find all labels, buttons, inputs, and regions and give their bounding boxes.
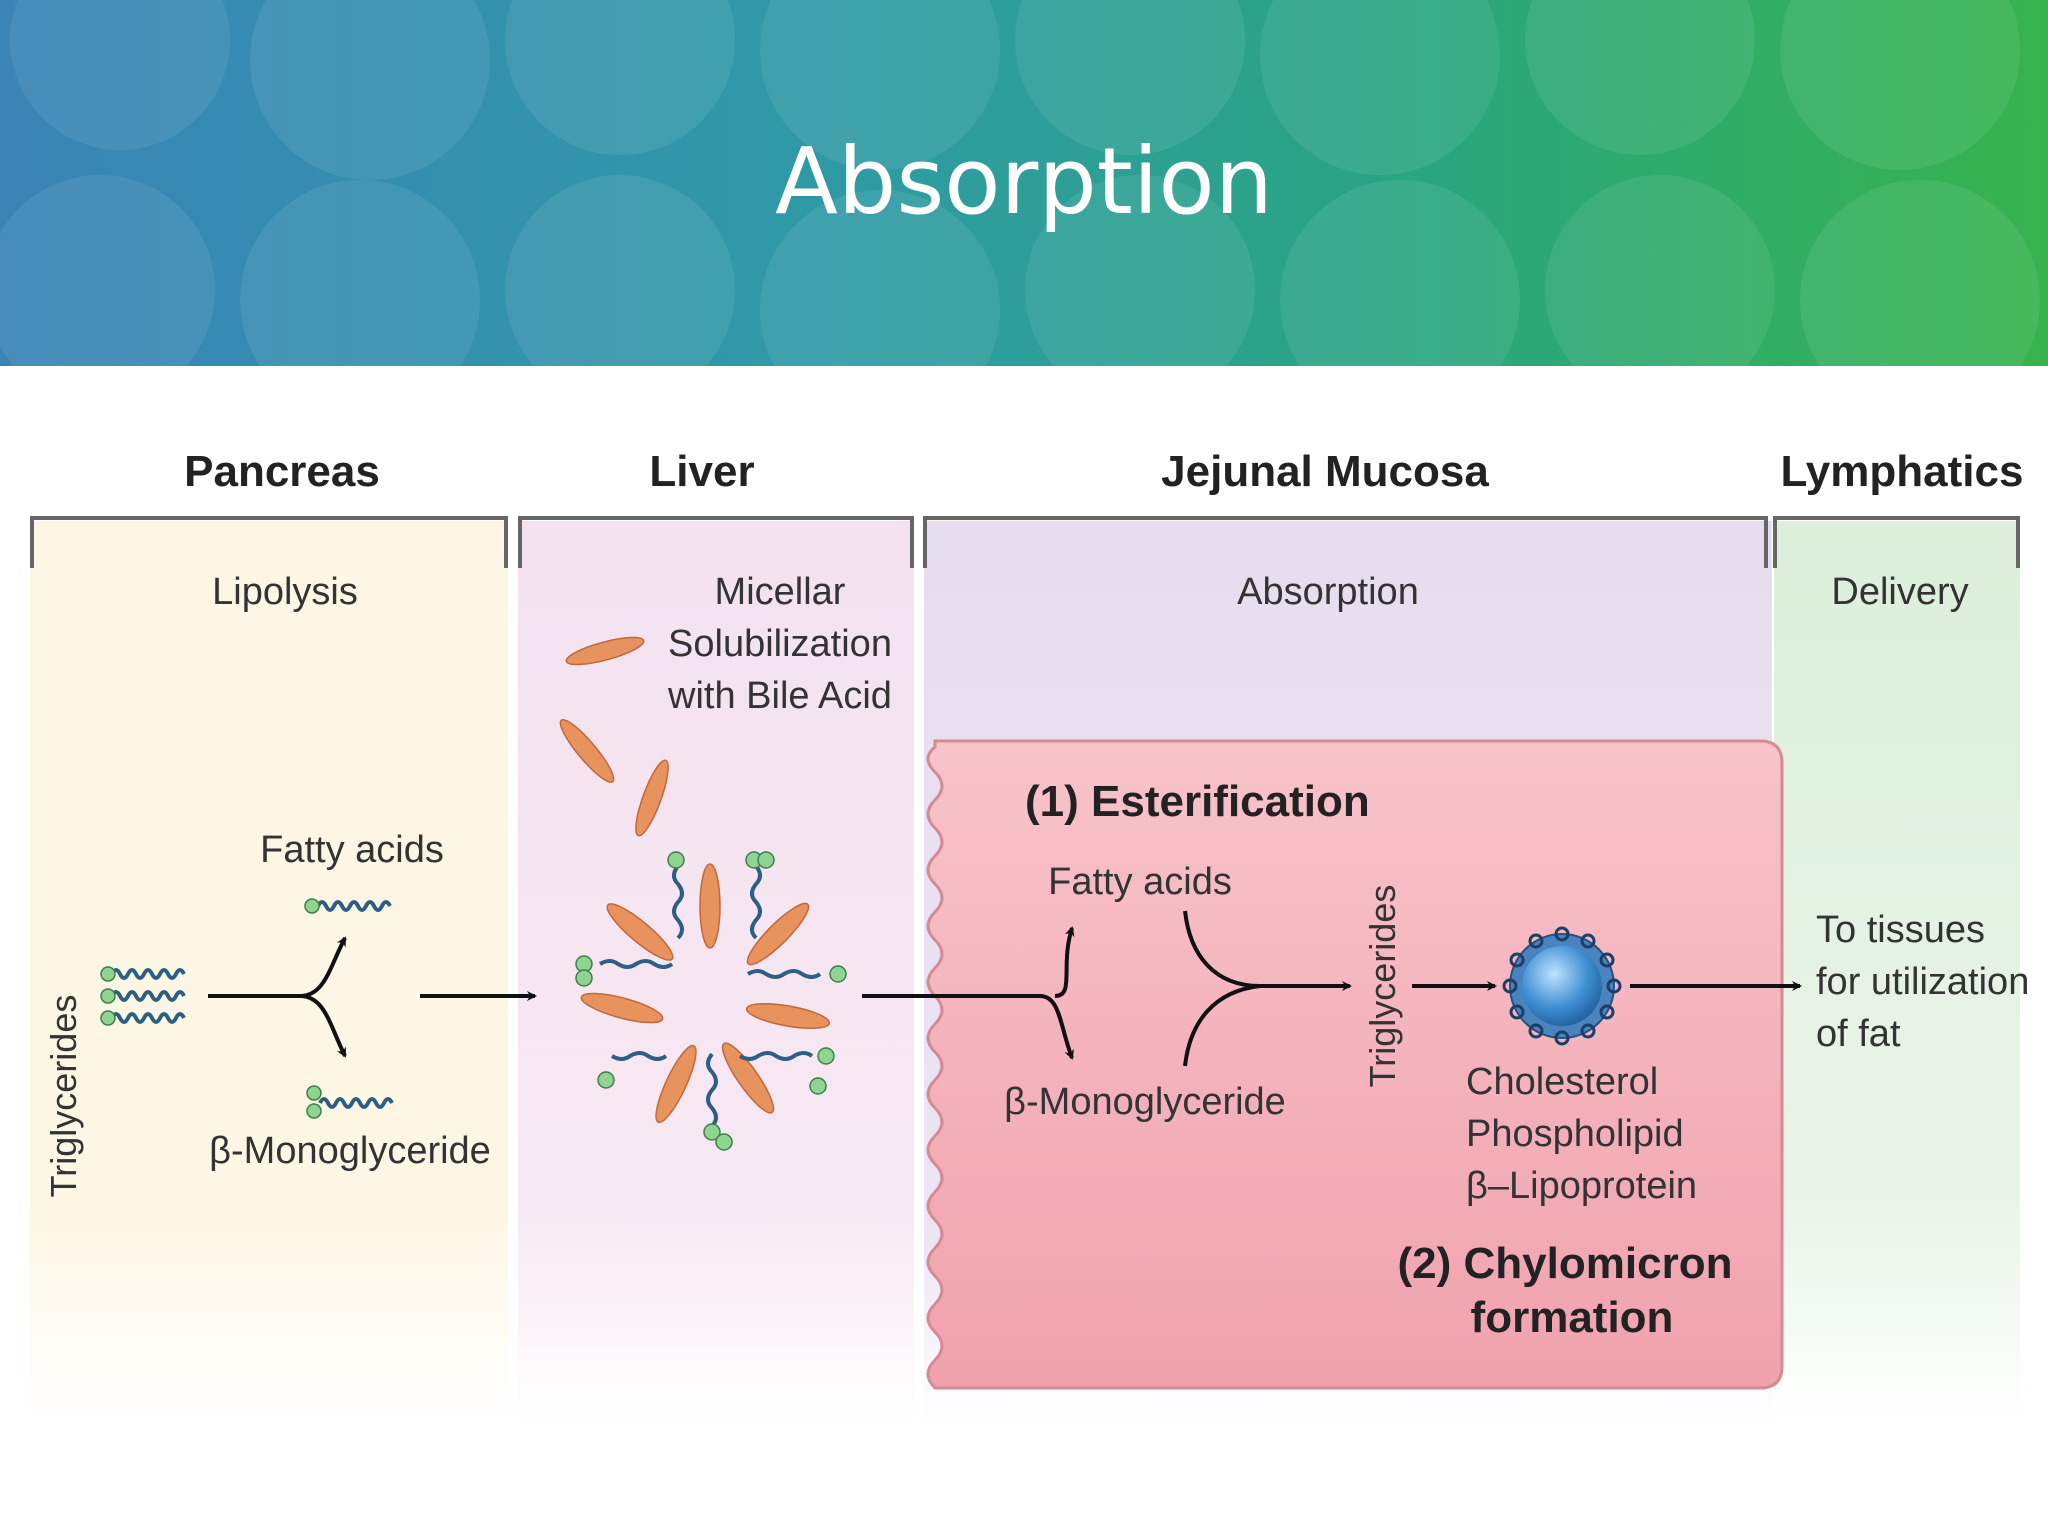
- region-title-liver: Liver: [649, 447, 754, 496]
- process-micellar-line3: with Bile Acid: [667, 675, 892, 717]
- micelle: [575, 851, 847, 1151]
- arrow-branch-fatty-acids: [1054, 926, 1075, 998]
- lipolysis-arrow-monoglyceride: [299, 994, 347, 1058]
- chylomicron-component-lipoprotein: β–Lipoprotein: [1466, 1165, 1697, 1207]
- diagram-canvas: Pancreas Liver Jejunal Mucosa Lymphatics…: [30, 447, 2029, 1421]
- enterocyte-cell: [926, 739, 1784, 1390]
- process-micellar-line1: Micellar: [715, 571, 846, 613]
- process-delivery: Delivery: [1831, 571, 1968, 613]
- lymphatics-bracket: [1773, 516, 2020, 568]
- pancreas-fatty-acids-label: Fatty acids: [260, 829, 444, 871]
- arrow-branch-monoglyceride: [1039, 994, 1074, 1060]
- fat-absorption-diagram: Pancreas Liver Jejunal Mucosa Lymphatics…: [0, 366, 2048, 1536]
- lymphatics-region: [1774, 521, 2020, 1421]
- liver-bracket: [518, 516, 914, 568]
- mucosa-fatty-acids-label: Fatty acids: [1048, 861, 1232, 903]
- banner-food-bowls-background: [0, 0, 2040, 366]
- region-title-jejunal-mucosa: Jejunal Mucosa: [1161, 447, 1489, 496]
- slide-title: Absorption: [774, 128, 1273, 235]
- chylomicron-particle: [1502, 926, 1622, 1046]
- pancreas-monoglyceride-label: β-Monoglyceride: [209, 1130, 491, 1172]
- process-absorption: Absorption: [1237, 571, 1419, 613]
- process-lipolysis: Lipolysis: [212, 571, 358, 613]
- region-title-lymphatics: Lymphatics: [1781, 447, 2024, 496]
- chylomicron-component-phospholipid: Phospholipid: [1466, 1113, 1684, 1155]
- region-title-pancreas: Pancreas: [184, 447, 380, 496]
- mucosa-triglycerides-label: Triglycerides: [1362, 885, 1403, 1088]
- bile-acid-rods: [559, 636, 669, 837]
- step-chylomicron-line2: formation: [1471, 1293, 1674, 1342]
- step-chylomicron-line1: (2) Chylomicron: [1398, 1239, 1733, 1288]
- title-banner: Absorption: [0, 0, 2048, 366]
- pancreas-bracket: [30, 516, 508, 568]
- step-esterification: (1) Esterification: [1025, 777, 1370, 826]
- mucosa-monoglyceride-label: β-Monoglyceride: [1004, 1081, 1286, 1123]
- jejunal-mucosa-bracket: [923, 516, 1768, 568]
- chylomicron-component-cholesterol: Cholesterol: [1466, 1061, 1658, 1103]
- lymph-destination-line1: To tissues: [1816, 909, 1985, 951]
- lymph-destination-line3: of fat: [1816, 1013, 1901, 1055]
- process-micellar-line2: Solubilization: [668, 623, 892, 665]
- lymph-destination-line2: for utilization: [1816, 961, 2029, 1003]
- esterification-arrow-join: [1183, 984, 1261, 1067]
- pancreas-triglycerides-label: Triglycerides: [43, 995, 84, 1198]
